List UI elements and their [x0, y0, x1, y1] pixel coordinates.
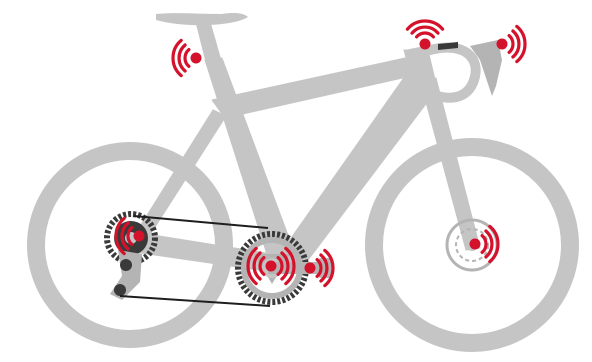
saddle: [156, 13, 248, 25]
signal-wave: [509, 36, 513, 53]
sensor-dot: [497, 39, 508, 50]
seatpost-sensor: [173, 40, 201, 75]
rear-derailleur: [110, 250, 142, 300]
sensor-dot: [470, 239, 481, 250]
sensor-dot: [191, 53, 202, 64]
signal-wave: [482, 236, 486, 253]
signal-wave: [417, 33, 434, 37]
sensor-dot: [266, 261, 277, 272]
signal-wave: [185, 50, 189, 67]
sensor-dot: [420, 39, 431, 50]
sensor-dot: [305, 263, 316, 274]
sensor-dot: [134, 231, 145, 242]
wireless-signal-icon: [173, 40, 201, 75]
